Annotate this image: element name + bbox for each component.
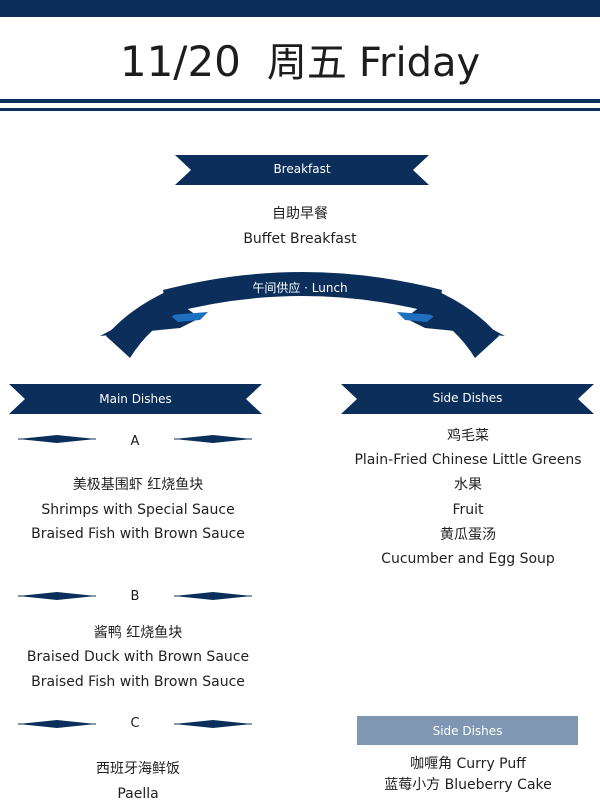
divider-ornament-right bbox=[174, 435, 252, 443]
top-bar bbox=[0, 0, 600, 17]
group-b-item-en-2: Braised Fish with Brown Sauce bbox=[31, 674, 245, 690]
main-dishes-label: Main Dishes bbox=[99, 392, 172, 406]
side-item-2: Plain-Fried Chinese Little Greens bbox=[354, 452, 582, 468]
title-weekday-en: Friday bbox=[358, 40, 481, 86]
divider-ornament-left bbox=[18, 435, 96, 443]
group-b-label: B bbox=[130, 589, 140, 604]
divider-ornament-left bbox=[18, 720, 96, 728]
side-item-4: Fruit bbox=[452, 502, 484, 518]
breakfast-ribbon bbox=[175, 155, 429, 185]
group-c-item-en: Paella bbox=[117, 786, 159, 802]
title-underline-thick bbox=[0, 99, 600, 103]
breakfast-item-cn: 自助早餐 bbox=[272, 206, 328, 222]
side-item-3: 水果 bbox=[454, 477, 482, 493]
group-c-item-cn: 西班牙海鲜饭 bbox=[96, 761, 180, 777]
group-b-item-cn: 酱鸭 红烧鱼块 bbox=[93, 625, 183, 641]
side2-item-2: 蓝莓小方 Blueberry Cake bbox=[384, 777, 552, 793]
divider-ornament-right bbox=[174, 720, 252, 728]
side-dishes-label: Side Dishes bbox=[432, 391, 503, 405]
divider-ornament-right bbox=[174, 592, 252, 600]
divider-ornament-left bbox=[18, 592, 96, 600]
side-item-5: 黄瓜蛋汤 bbox=[440, 527, 496, 543]
side-dishes-ribbon bbox=[341, 384, 594, 414]
title-date: 11/20 bbox=[119, 37, 241, 86]
side2-item-1: 咖喱角 Curry Puff bbox=[410, 756, 526, 772]
group-c-label: C bbox=[130, 716, 140, 731]
side-item-1: 鸡毛菜 bbox=[447, 428, 489, 444]
title-underline-thin bbox=[0, 108, 600, 111]
breakfast-item-en: Buffet Breakfast bbox=[243, 231, 357, 247]
group-a-label: A bbox=[130, 434, 140, 449]
group-a-item-en-1: Shrimps with Special Sauce bbox=[41, 502, 235, 518]
title-weekday-cn: 周五 bbox=[266, 40, 347, 86]
lunch-arch-banner bbox=[100, 272, 505, 358]
side-item-6: Cucumber and Egg Soup bbox=[381, 551, 555, 567]
side-dishes-2-label: Side Dishes bbox=[432, 724, 503, 738]
group-a-item-cn: 美极基围虾 红烧鱼块 bbox=[72, 477, 204, 493]
side-dishes-2-bar bbox=[357, 716, 578, 745]
main-dishes-ribbon bbox=[9, 384, 262, 414]
group-a-item-en-2: Braised Fish with Brown Sauce bbox=[31, 526, 245, 542]
group-b-item-en-1: Braised Duck with Brown Sauce bbox=[26, 649, 250, 665]
lunch-label: 午间供应 · Lunch bbox=[252, 281, 348, 295]
breakfast-label: Breakfast bbox=[273, 162, 331, 176]
